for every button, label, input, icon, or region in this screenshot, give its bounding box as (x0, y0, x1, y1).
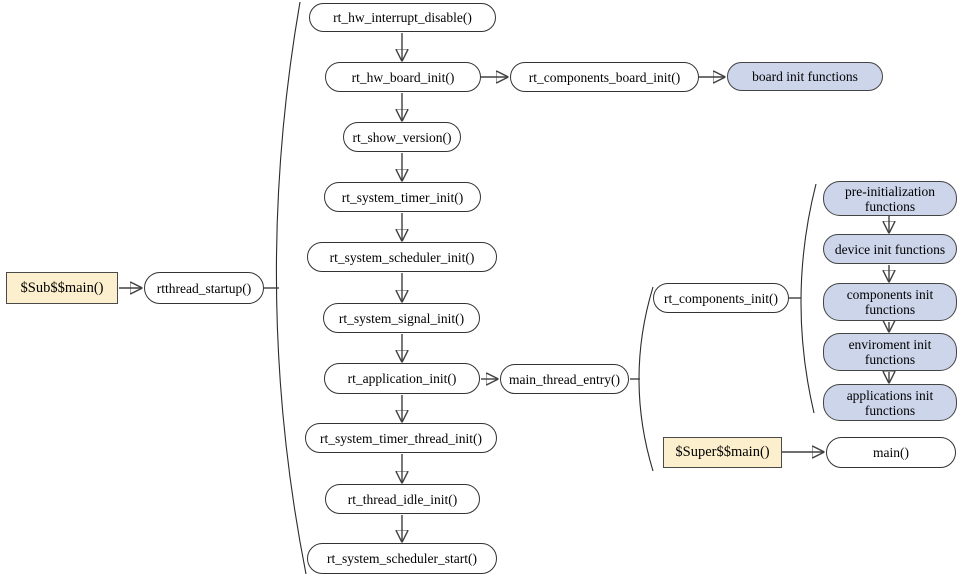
brace-components-group (800, 183, 817, 414)
node-rt-hw-board-init: rt_hw_board_init() (325, 62, 481, 92)
node-rt-hw-interrupt-disable: rt_hw_interrupt_disable() (309, 3, 496, 32)
node-rt-system-timer-thread-init: rt_system_timer_thread_init() (305, 423, 497, 453)
node-rt-system-signal-init: rt_system_signal_init() (323, 303, 480, 333)
node-rt-system-timer-init: rt_system_timer_init() (324, 182, 481, 212)
node-sub-main: $Sub$$main() (6, 272, 118, 304)
node-rt-thread-idle-init: rt_thread_idle_init() (325, 484, 480, 514)
node-board-init-functions: board init functions (727, 62, 883, 91)
node-super-main: $Super$$main() (663, 437, 782, 468)
node-applications-init-functions: applications init functions (823, 384, 957, 421)
brace-main-thread-group (638, 286, 654, 472)
node-rtthread-startup: rtthread_startup() (144, 272, 264, 304)
node-rt-system-scheduler-start: rt_system_scheduler_start() (307, 543, 497, 574)
node-pre-initialization-functions: pre-initialization functions (823, 181, 957, 216)
brace-startup-group (275, 1, 307, 575)
node-rt-application-init: rt_application_init() (324, 363, 480, 394)
node-rt-components-board-init: rt_components_board_init() (510, 62, 699, 92)
node-components-init-functions: components init functions (823, 283, 957, 321)
node-rt-system-scheduler-init: rt_system_scheduler_init() (307, 242, 497, 272)
node-device-init-functions: device init functions (823, 234, 957, 264)
node-main: main() (826, 437, 956, 468)
node-enviroment-init-functions: enviroment init functions (823, 333, 957, 371)
node-rt-components-init: rt_components_init() (653, 283, 789, 313)
node-main-thread-entry: main_thread_entry() (500, 364, 629, 394)
node-rt-show-version: rt_show_version() (343, 122, 461, 152)
